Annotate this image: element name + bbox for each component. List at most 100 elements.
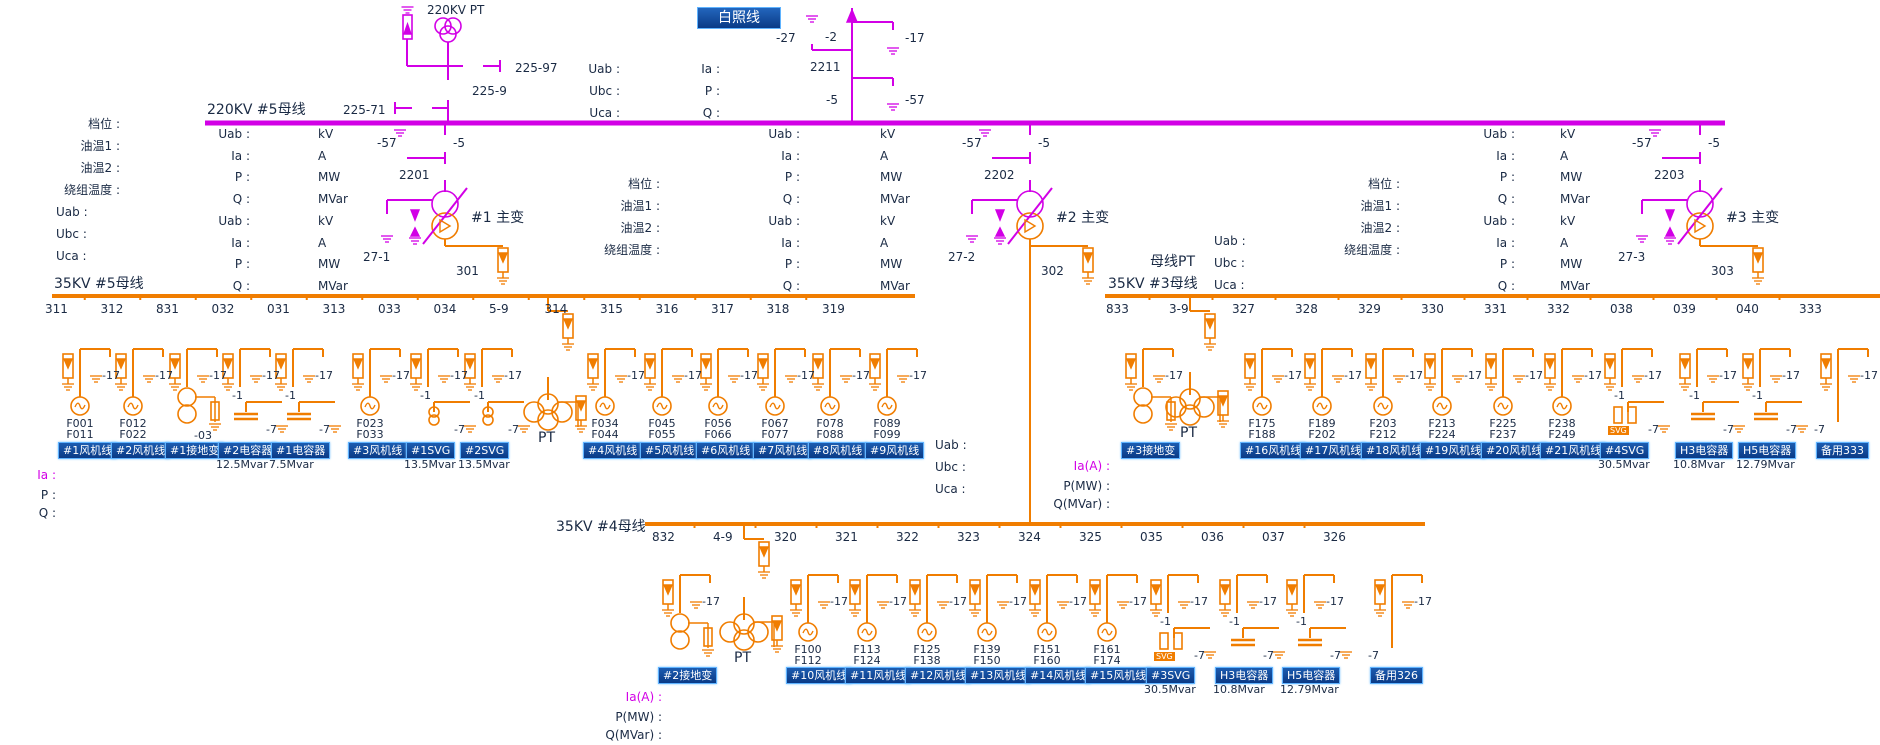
bus3-bay-331[interactable]: 331 bbox=[1484, 302, 1507, 316]
bus5-feeder-disc-1[interactable]: -1 bbox=[285, 389, 296, 402]
bus3-feeder-tag[interactable]: #20风机线 bbox=[1481, 442, 1548, 459]
bus3-feeder-tag[interactable]: #18风机线 bbox=[1361, 442, 1428, 459]
bus4-feeder-tag[interactable]: #10风机线 bbox=[786, 667, 853, 684]
wind-generator-icon[interactable] bbox=[1493, 396, 1513, 416]
wind-generator-icon[interactable] bbox=[1552, 396, 1572, 416]
bus5-bay-316[interactable]: 316 bbox=[655, 302, 679, 316]
bus4-feeder-earth-17[interactable]: -17 bbox=[1069, 595, 1087, 608]
bus3-feeder-earth-7[interactable]: -7 bbox=[1786, 423, 1797, 436]
line-tag-baizhao[interactable]: 白照线 bbox=[697, 7, 781, 29]
grounding-transformer-icon[interactable] bbox=[177, 387, 197, 407]
bus5-bay-318[interactable]: 318 bbox=[766, 302, 790, 316]
wind-generator-icon[interactable] bbox=[70, 396, 90, 416]
bus5-feeder-earth-17[interactable]: -17 bbox=[102, 369, 120, 382]
bus4-feeder-tag[interactable]: H3电容器 bbox=[1215, 667, 1274, 684]
bus5-feeder-earth-17[interactable]: -17 bbox=[262, 369, 280, 382]
bus4-bay-035[interactable]: 035 bbox=[1140, 530, 1163, 544]
bus5-feeder-tag[interactable]: #1风机线 bbox=[58, 442, 118, 459]
bus5-feeder-earth-17[interactable]: -17 bbox=[797, 369, 815, 382]
disconnector-2211-2[interactable]: -2 bbox=[825, 30, 837, 44]
bus4-bay-037[interactable]: 037 bbox=[1262, 530, 1285, 544]
tx1-neutral-switch[interactable]: 27-1 bbox=[363, 250, 391, 264]
bus4-bay-322[interactable]: 322 bbox=[896, 530, 919, 544]
bus5-bay-311[interactable]: 311 bbox=[45, 302, 68, 316]
bus4-feeder-disc-1[interactable]: -1 bbox=[1160, 615, 1171, 628]
disconnector-2211-5[interactable]: -5 bbox=[826, 93, 838, 107]
pt-coil-icon[interactable] bbox=[1179, 404, 1201, 426]
wind-generator-icon[interactable] bbox=[360, 396, 380, 416]
bus5-feeder-tag[interactable]: #8风机线 bbox=[808, 442, 868, 459]
wind-generator-icon[interactable] bbox=[820, 396, 840, 416]
pt-coil-icon[interactable] bbox=[733, 629, 755, 651]
bus4-feeder-tag[interactable]: H5电容器 bbox=[1282, 667, 1341, 684]
wind-generator-icon[interactable] bbox=[1097, 622, 1117, 642]
wind-generator-icon[interactable] bbox=[1037, 622, 1057, 642]
wind-generator-icon[interactable] bbox=[1312, 396, 1332, 416]
bus3-bay-328[interactable]: 328 bbox=[1295, 302, 1318, 316]
bus4-feeder-tag[interactable]: #3SVG bbox=[1146, 667, 1196, 684]
bus3-feeder-earth-7[interactable]: -7 bbox=[1723, 423, 1734, 436]
bus5-feeder-tag[interactable]: #5风机线 bbox=[640, 442, 700, 459]
wind-generator-icon[interactable] bbox=[765, 396, 785, 416]
disconnector-225-9[interactable]: 225-9 bbox=[472, 84, 507, 98]
wind-generator-icon[interactable] bbox=[1432, 396, 1452, 416]
bus5-feeder-earth-17[interactable]: -17 bbox=[315, 369, 333, 382]
bus4-bay-036[interactable]: 036 bbox=[1201, 530, 1224, 544]
tx3-neutral-switch[interactable]: 27-3 bbox=[1618, 250, 1646, 264]
bus4-feeder-earth-17[interactable]: -17 bbox=[702, 595, 720, 608]
tx1-earth-57[interactable]: -57 bbox=[377, 136, 397, 150]
svg-coil-icon[interactable] bbox=[482, 406, 494, 418]
tx2-neutral-switch[interactable]: 27-2 bbox=[948, 250, 976, 264]
bus4-feeder-earth-7[interactable]: -7 bbox=[1368, 649, 1379, 662]
wind-generator-icon[interactable] bbox=[708, 396, 728, 416]
bus5-feeder-tag[interactable]: #2SVG bbox=[460, 442, 510, 459]
bus4-feeder-earth-17[interactable]: -17 bbox=[1326, 595, 1344, 608]
wind-generator-icon[interactable] bbox=[877, 396, 897, 416]
bus5-feeder-tag[interactable]: #2电容器 bbox=[218, 442, 278, 459]
bus3-feeder-earth-7[interactable]: -7 bbox=[1648, 423, 1659, 436]
pt-coil-icon[interactable] bbox=[523, 401, 545, 423]
bus5-bay-317[interactable]: 317 bbox=[711, 302, 734, 316]
bus3-bay-329[interactable]: 329 bbox=[1358, 302, 1381, 316]
bus3-feeder-earth-17[interactable]: -17 bbox=[1344, 369, 1362, 382]
svg-coil-icon[interactable] bbox=[482, 414, 494, 426]
bus5-feeder-earth-17[interactable]: -17 bbox=[627, 369, 645, 382]
bus4-feeder-tag[interactable]: #11风机线 bbox=[845, 667, 912, 684]
svg-unit-icon[interactable] bbox=[1159, 632, 1169, 650]
earth-switch-2211-57[interactable]: -57 bbox=[905, 93, 925, 107]
bus3-bay-330[interactable]: 330 bbox=[1421, 302, 1444, 316]
bus3-feeder-earth-17[interactable]: -17 bbox=[1782, 369, 1800, 382]
bus3-bay-038[interactable]: 038 bbox=[1610, 302, 1633, 316]
bus3-feeder-tag[interactable]: #16风机线 bbox=[1240, 442, 1307, 459]
bus5-feeder-disc-1[interactable]: -1 bbox=[420, 389, 431, 402]
bus5-bay-315[interactable]: 315 bbox=[600, 302, 623, 316]
wind-generator-icon[interactable] bbox=[595, 396, 615, 416]
grounding-transformer-icon[interactable] bbox=[670, 630, 690, 650]
svg-unit-icon[interactable] bbox=[1613, 406, 1623, 424]
resistor-icon[interactable] bbox=[1166, 401, 1176, 421]
bus5-feeder-earth-7[interactable]: -7 bbox=[319, 423, 330, 436]
bus3-feeder-tag[interactable]: #17风机线 bbox=[1300, 442, 1367, 459]
bus5-feeder-tag[interactable]: #7风机线 bbox=[753, 442, 813, 459]
bus4-feeder-earth-17[interactable]: -17 bbox=[1129, 595, 1147, 608]
bus3-feeder-tag[interactable]: 备用333 bbox=[1816, 442, 1869, 459]
bus5-feeder-tag[interactable]: #4风机线 bbox=[583, 442, 643, 459]
wind-generator-icon[interactable] bbox=[1373, 396, 1393, 416]
bus4-bay-321[interactable]: 321 bbox=[835, 530, 858, 544]
bus4-feeder-disc-1[interactable]: -1 bbox=[1296, 615, 1307, 628]
bus5-feeder-disc-1[interactable]: -1 bbox=[474, 389, 485, 402]
wind-generator-icon[interactable] bbox=[798, 622, 818, 642]
bus5-bay-314[interactable]: 314 bbox=[544, 302, 568, 316]
bus3-bay-833[interactable]: 833 bbox=[1106, 302, 1129, 316]
bus4-bay-832[interactable]: 832 bbox=[652, 530, 675, 544]
bus5-bay-5-9[interactable]: 5-9 bbox=[489, 302, 509, 316]
bus3-bay-327[interactable]: 327 bbox=[1232, 302, 1255, 316]
svg-coil-icon[interactable] bbox=[428, 414, 440, 426]
wind-generator-icon[interactable] bbox=[1252, 396, 1272, 416]
pt-coil-icon[interactable] bbox=[537, 409, 559, 431]
bus4-bay-320[interactable]: 320 bbox=[774, 530, 797, 544]
bus3-feeder-tag[interactable]: #4SVG bbox=[1600, 442, 1650, 459]
bus4-feeder-earth-17[interactable]: -17 bbox=[1259, 595, 1277, 608]
bus3-feeder-tag[interactable]: H3电容器 bbox=[1675, 442, 1734, 459]
bus3-feeder-disc-1[interactable]: -1 bbox=[1614, 389, 1625, 402]
